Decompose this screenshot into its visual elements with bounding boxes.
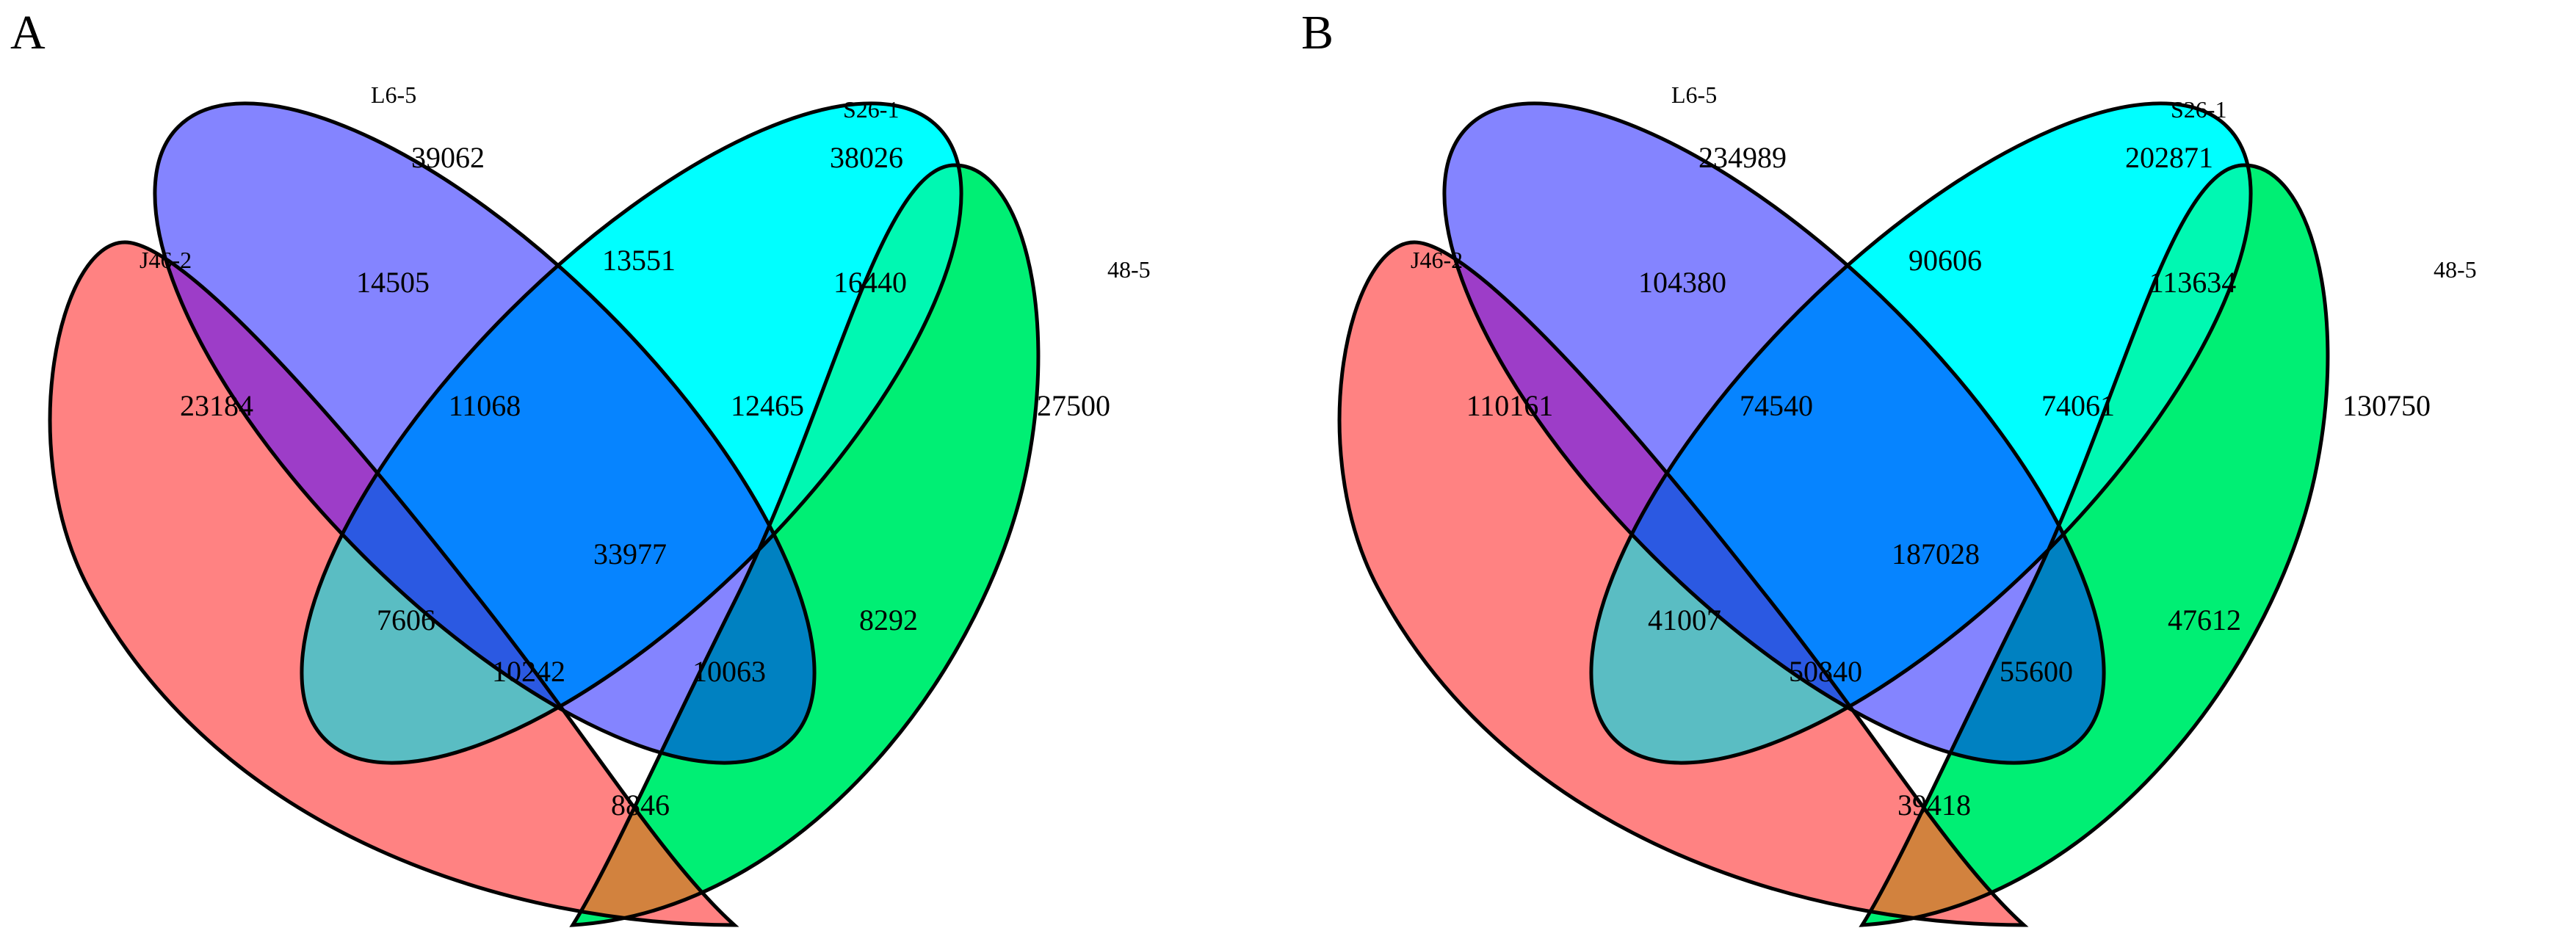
outline-48-5 xyxy=(1859,163,2330,927)
count-j46-2-s26-1-48-5: 10242 xyxy=(492,655,565,688)
count-s26-1-only: 38026 xyxy=(830,141,903,174)
count-l6-5-48-5: 47612 xyxy=(2168,603,2241,637)
count-s26-1-48-5: 113634 xyxy=(2149,266,2237,299)
count-j46-2-only: 23184 xyxy=(180,389,253,422)
count-l6-5-only: 234989 xyxy=(1698,141,1787,174)
count-48-5-only: 27500 xyxy=(1037,389,1110,422)
count-s26-1-only: 202871 xyxy=(2125,141,2213,174)
count-l6-5-s26-1-48-5: 12465 xyxy=(731,389,804,422)
set-label-s26-1: S26-1 xyxy=(2171,96,2226,123)
count-j46-2-l6-5-48-5: 10063 xyxy=(692,655,766,688)
count-l6-5-s26-1: 90606 xyxy=(1909,244,1982,277)
count-l6-5-s26-1: 13551 xyxy=(602,244,676,277)
count-48-5-only: 130750 xyxy=(2342,389,2431,422)
count-s26-1-48-5: 16440 xyxy=(833,266,907,299)
outline-48-5 xyxy=(569,163,1041,927)
set-label-48-5: 48-5 xyxy=(2434,256,2477,283)
venn-labels: J46-2 L6-5 S26-1 48-5 23184 39062 38026 … xyxy=(140,81,1151,822)
count-l6-5-48-5: 8292 xyxy=(859,603,918,637)
count-j46-2-l6-5-s26-1: 11068 xyxy=(449,389,521,422)
set-label-s26-1: S26-1 xyxy=(843,96,899,123)
count-j46-2-s26-1: 41007 xyxy=(1648,603,1721,637)
set-label-j46-2: J46-2 xyxy=(140,247,192,273)
count-j46-2-48-5: 8846 xyxy=(611,788,670,822)
count-j46-2-l6-5: 104380 xyxy=(1638,266,1726,299)
set-label-l6-5: L6-5 xyxy=(1671,81,1717,108)
outline-s26-1 xyxy=(1589,101,2253,765)
count-j46-2-s26-1-48-5: 50840 xyxy=(1789,655,1862,688)
panel-label: A xyxy=(10,6,46,59)
outline-s26-1 xyxy=(300,101,963,765)
count-all-four: 33977 xyxy=(593,537,667,570)
count-j46-2-s26-1: 7606 xyxy=(377,603,435,637)
outline-l6-5 xyxy=(153,101,817,765)
set-label-l6-5: L6-5 xyxy=(371,81,416,108)
venn-regions xyxy=(1337,101,2330,927)
venn-labels: J46-2 L6-5 S26-1 48-5 110161 234989 2028… xyxy=(1411,81,2477,822)
set-label-48-5: 48-5 xyxy=(1107,256,1151,283)
outline-j46-2 xyxy=(1337,240,2029,927)
count-j46-2-l6-5-s26-1: 74540 xyxy=(1740,389,1813,422)
set-label-j46-2: J46-2 xyxy=(1411,247,1463,273)
count-all-four: 187028 xyxy=(1892,537,1980,570)
panel-label: B xyxy=(1301,6,1334,59)
count-j46-2-48-5: 39418 xyxy=(1897,788,1971,822)
venn-panel-a: A J46-2 L6-5 S26-1 48-5 23184 39062 3802… xyxy=(10,6,1151,927)
count-j46-2-l6-5: 14505 xyxy=(356,266,430,299)
venn-regions xyxy=(48,101,1041,927)
outline-l6-5 xyxy=(1442,101,2106,765)
count-l6-5-s26-1-48-5: 74061 xyxy=(2041,389,2115,422)
outline-j46-2 xyxy=(48,240,739,927)
count-j46-2-only: 110161 xyxy=(1466,389,1554,422)
count-l6-5-only: 39062 xyxy=(411,141,485,174)
count-j46-2-l6-5-48-5: 55600 xyxy=(2000,655,2073,688)
venn-panel-b: B J46-2 L6-5 S26-1 48-5 110161 234989 20… xyxy=(1301,6,2477,927)
